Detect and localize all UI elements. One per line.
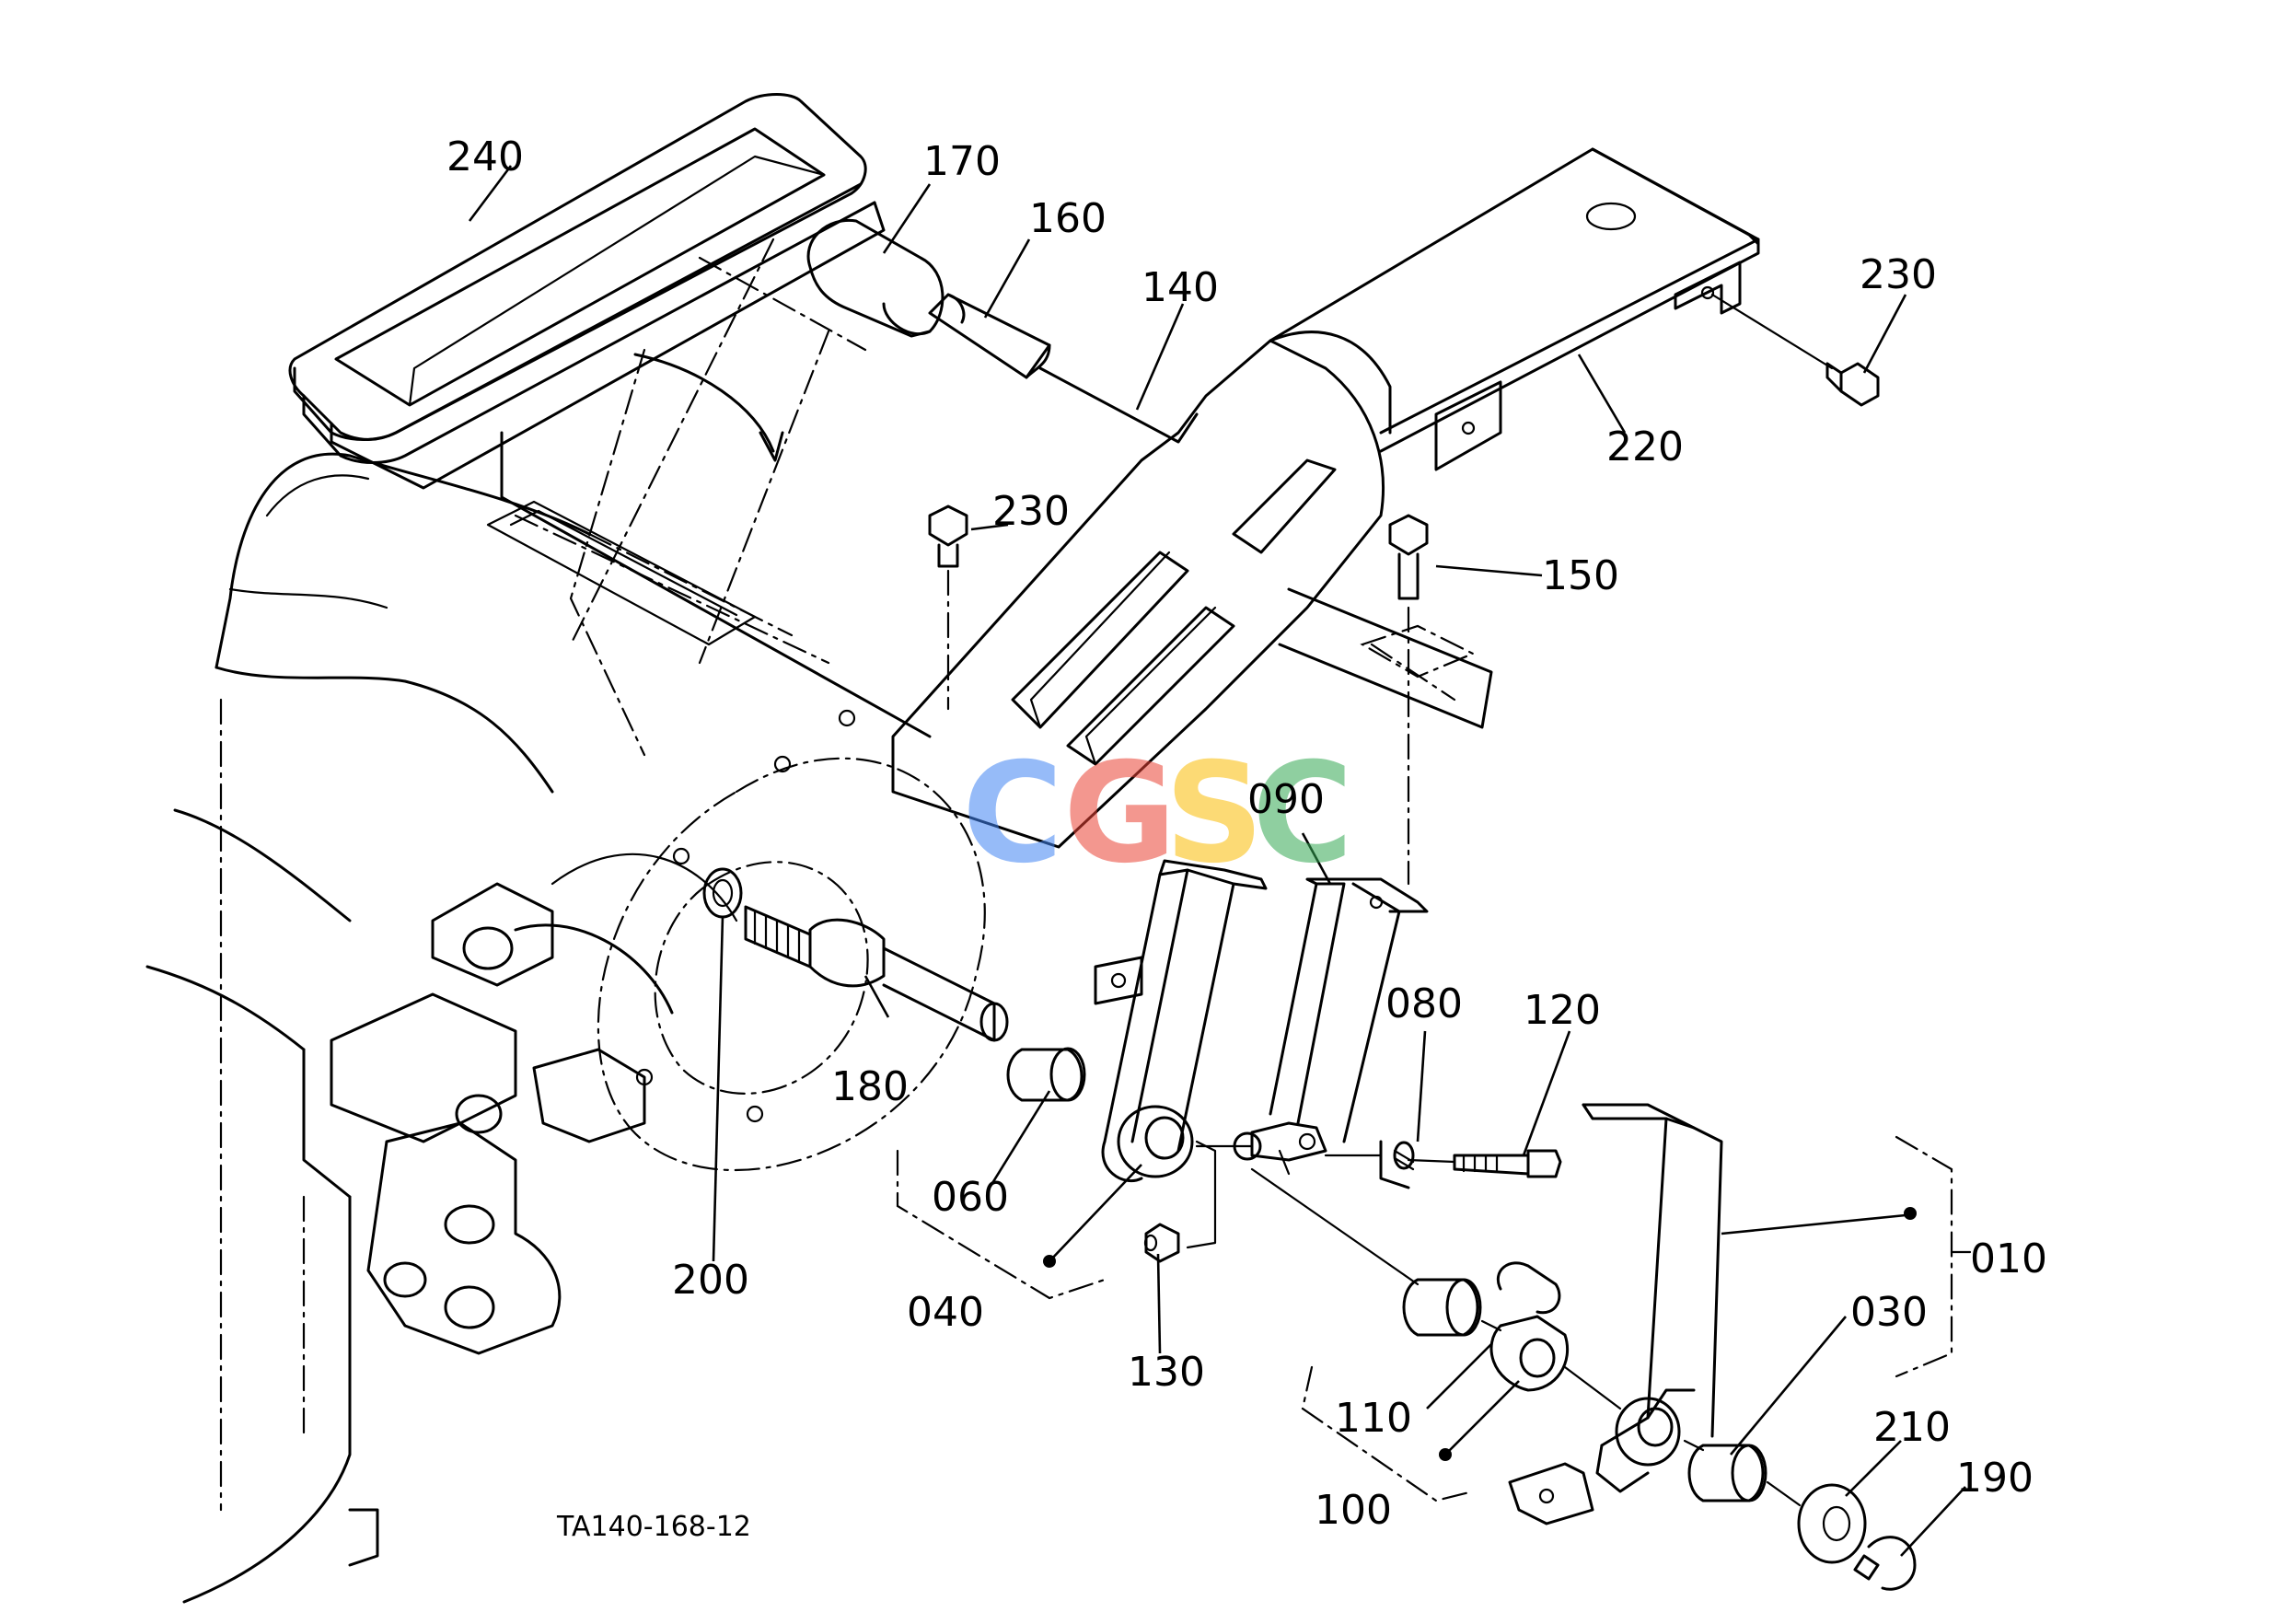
label-090: 090 bbox=[1247, 776, 1325, 823]
part-230-bolt-right bbox=[1710, 293, 1880, 407]
leader-lines bbox=[468, 165, 1966, 1557]
label-150: 150 bbox=[1542, 552, 1619, 599]
label-200: 200 bbox=[672, 1257, 749, 1304]
part-080-spring bbox=[1379, 1140, 1415, 1189]
part-040-arm bbox=[1094, 859, 1268, 1183]
part-labels: 240 170 160 140 230 220 230 150 090 080 … bbox=[446, 133, 2047, 1543]
part-180-shaft bbox=[744, 905, 1009, 1042]
part-140-guide-plate bbox=[891, 331, 1392, 849]
label-030: 030 bbox=[1850, 1289, 1928, 1336]
label-100: 100 bbox=[1315, 1487, 1392, 1534]
watermark-letter-c2: C bbox=[1252, 734, 1353, 894]
part-060-bushing bbox=[1006, 1047, 1086, 1102]
transmission-housing bbox=[145, 452, 986, 1604]
part-240-boot bbox=[288, 93, 886, 490]
part-170-knob bbox=[806, 218, 944, 338]
group-010-outline bbox=[1895, 1135, 1972, 1378]
label-230-upper: 230 bbox=[992, 488, 1070, 535]
watermark-letter-c1: C bbox=[962, 734, 1063, 894]
part-210-washer bbox=[1797, 1483, 1867, 1564]
cgsc-watermark: C G S C bbox=[962, 734, 1353, 894]
label-080: 080 bbox=[1385, 980, 1463, 1027]
part-100-arm bbox=[1489, 1261, 1570, 1392]
part-030-bushing bbox=[1687, 1444, 1767, 1502]
label-220: 220 bbox=[1606, 423, 1684, 470]
label-210: 210 bbox=[1873, 1404, 1951, 1451]
group-040-outline bbox=[896, 1149, 1107, 1300]
part-010-lever bbox=[1508, 1103, 1723, 1525]
install-arrow bbox=[633, 353, 784, 462]
group-100-outline bbox=[1301, 1365, 1475, 1502]
drawing-code: TA140-168-12 bbox=[556, 1511, 751, 1543]
floor-plate-outline bbox=[486, 238, 932, 757]
label-010: 010 bbox=[1970, 1235, 2047, 1282]
label-170: 170 bbox=[923, 138, 1001, 185]
label-040: 040 bbox=[907, 1289, 984, 1336]
watermark-letter-s: S bbox=[1165, 734, 1264, 894]
label-120: 120 bbox=[1524, 987, 1601, 1034]
label-140: 140 bbox=[1142, 264, 1219, 311]
part-110-bushing bbox=[1402, 1278, 1482, 1337]
assembly-centerlines bbox=[1186, 1140, 1802, 1507]
label-230-right: 230 bbox=[1860, 251, 1937, 298]
part-230-bolt-upper bbox=[928, 505, 968, 711]
label-160: 160 bbox=[1029, 195, 1107, 242]
part-130-nut bbox=[1143, 1223, 1180, 1263]
part-220-bracket bbox=[1269, 147, 1760, 729]
watermark-letter-g: G bbox=[1063, 734, 1176, 894]
part-160-lever-grip bbox=[928, 293, 1199, 444]
label-240: 240 bbox=[446, 133, 524, 180]
part-150-bolt bbox=[1388, 514, 1429, 886]
part-190-clip bbox=[1853, 1536, 1917, 1591]
label-190: 190 bbox=[1956, 1455, 2034, 1502]
label-130: 130 bbox=[1128, 1349, 1205, 1396]
label-110: 110 bbox=[1335, 1395, 1412, 1442]
part-120-bolt bbox=[1453, 1149, 1562, 1178]
label-060: 060 bbox=[932, 1174, 1009, 1221]
label-180: 180 bbox=[831, 1063, 909, 1110]
